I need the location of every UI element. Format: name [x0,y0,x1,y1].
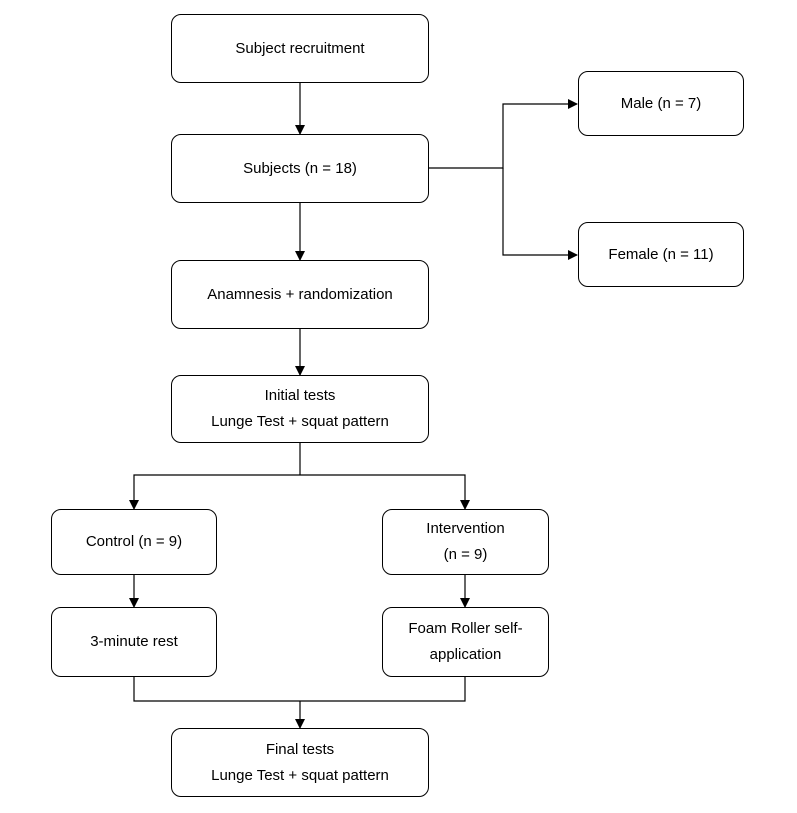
foam-roller-line1: Foam Roller self- [408,620,523,637]
connector-merge [133,676,466,702]
male-box: Male (n = 7) [578,71,744,136]
subjects-label: Subjects (n = 18) [243,159,357,177]
intervention-title: Intervention [426,520,505,537]
control-label: Control (n = 9) [85,533,183,550]
rest-box: 3-minute rest [51,607,217,677]
intervention-count: (n = 9) [443,546,488,563]
arrow-subjects-to-male [428,99,578,169]
final-tests-detail: Lunge Test + squat pattern [211,766,389,784]
initial-tests-box: Initial tests Lunge Test + squat pattern [171,375,429,443]
initial-tests-title: Initial tests [264,387,336,404]
subjects-box: Subjects (n = 18) [171,134,429,203]
arrow-initial-to-intervention [300,474,470,510]
control-box: Control (n = 9) [51,509,217,575]
foam-roller-line2: application [429,646,502,663]
final-tests-title: Final tests [265,740,335,758]
intervention-box: Intervention (n = 9) [382,509,549,575]
male-label: Male (n = 7) [620,94,702,112]
foam-roller-box: Foam Roller self- application [382,607,549,677]
arrow-initial-to-control [129,474,300,510]
final-tests-box: Final tests Lunge Test + squat pattern [171,728,429,797]
anamnesis-box: Anamnesis + randomization [171,260,429,329]
subject-recruitment-box: Subject recruitment [171,14,429,83]
rest-label: 3-minute rest [90,633,178,650]
female-box: Female (n = 11) [578,222,744,287]
subject-recruitment-label: Subject recruitment [235,39,365,57]
anamnesis-label: Anamnesis + randomization [207,285,393,303]
arrow-subjects-to-female [502,168,578,260]
initial-tests-detail: Lunge Test + squat pattern [211,413,389,430]
female-label: Female (n = 11) [608,245,714,263]
